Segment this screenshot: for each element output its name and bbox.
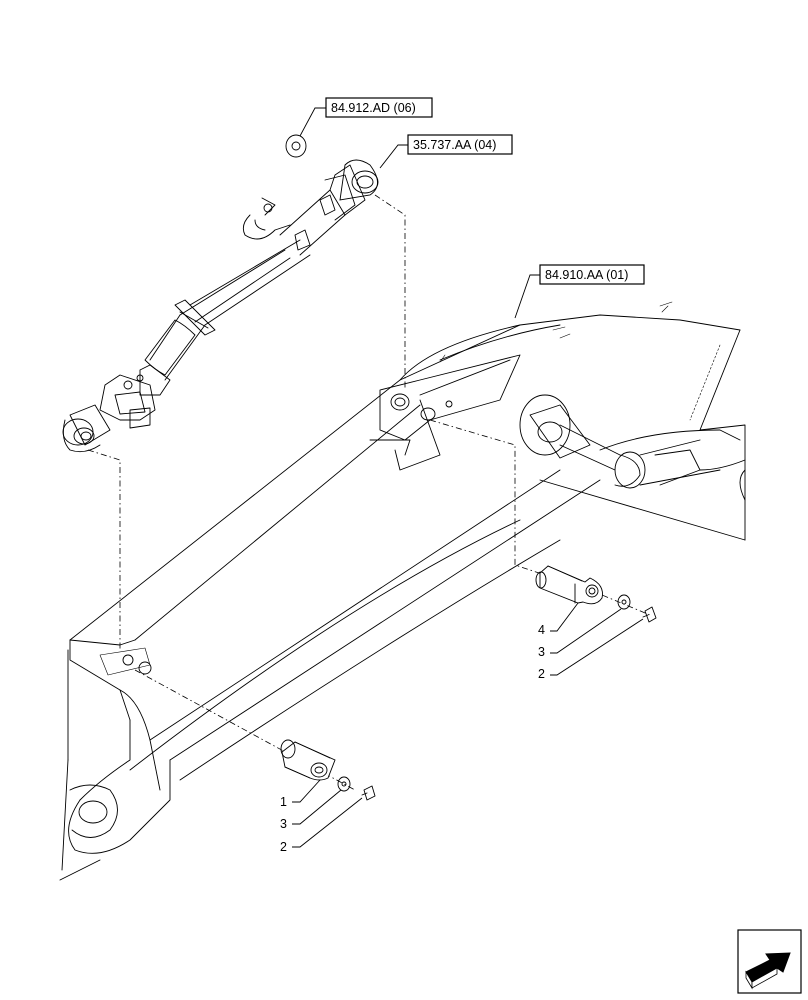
callout-2-upper: 2: [538, 667, 545, 681]
callout-3-upper: 3: [538, 645, 545, 659]
callout-4: 4: [538, 623, 545, 637]
washer-part-3-lower: [337, 776, 351, 792]
callout-2-lower: 2: [280, 840, 287, 854]
bolt-part-2-upper: [642, 606, 657, 623]
assembly-lines: [87, 194, 651, 791]
pin-part-1: [280, 739, 336, 781]
shim-washer: [285, 134, 307, 158]
reference-label-84912AD[interactable]: 84.912.AD (06): [299, 97, 433, 137]
reference-text: 84.912.AD (06): [331, 101, 416, 115]
pin-part-4: [535, 565, 603, 605]
callouts-upper: 4 3 2: [538, 602, 644, 681]
callouts-lower: 1 3 2: [280, 779, 363, 854]
boom-outline: [59, 301, 746, 881]
bolt-part-2-lower: [361, 785, 376, 801]
washer-part-3-upper: [617, 594, 631, 610]
reference-text: 84.910.AA (01): [545, 268, 628, 282]
reference-label-35737AA[interactable]: 35.737.AA (04): [379, 134, 513, 169]
reference-label-84910AA[interactable]: 84.910.AA (01): [514, 264, 645, 319]
hydraulic-cylinder: [62, 159, 379, 453]
callout-1: 1: [280, 795, 287, 809]
callout-3-lower: 3: [280, 817, 287, 831]
reference-text: 35.737.AA (04): [413, 138, 496, 152]
next-page-arrow-icon[interactable]: [737, 929, 802, 994]
